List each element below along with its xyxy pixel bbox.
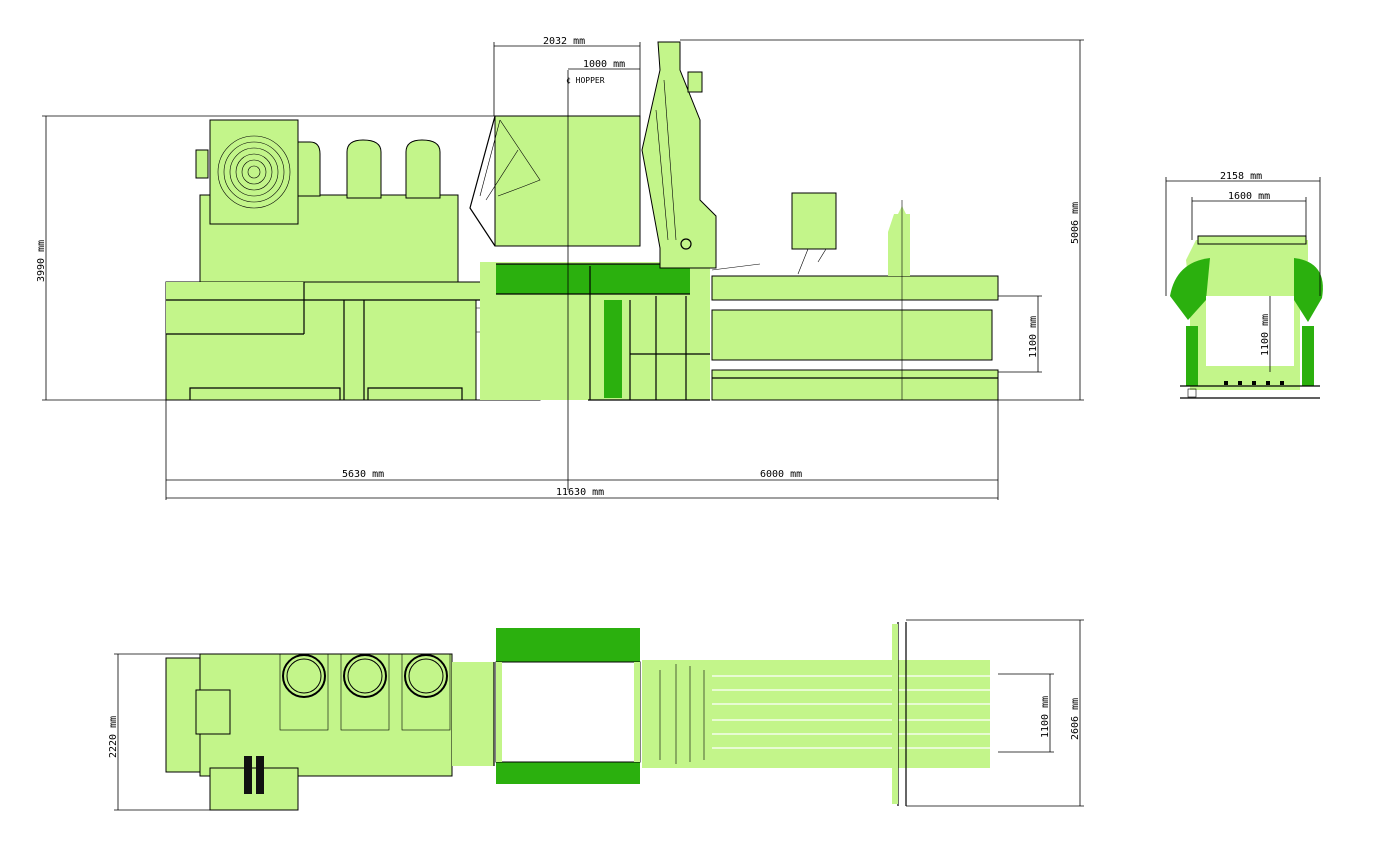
motor-3 xyxy=(405,139,441,199)
hopper-flap-left xyxy=(1170,258,1210,320)
cooler-fan-icon xyxy=(217,135,291,209)
top-view: 2220 mm 1100 mm 2606 mm xyxy=(108,619,1084,811)
side-view: 2032 mm 1000 mm ¢ HOPPER 3990 mm 5006 mm… xyxy=(36,36,1084,500)
dim-hopper-inner: 1000 mm xyxy=(583,59,625,70)
dim-top-total: 2606 mm xyxy=(1070,698,1081,740)
valve-block-top xyxy=(195,689,231,735)
dim-hopper-width: 2032 mm xyxy=(543,36,585,47)
lift-head xyxy=(687,71,703,93)
dim-top-width: 2220 mm xyxy=(108,716,119,758)
motor-2 xyxy=(346,139,382,199)
dim-end-bale: 1100 mm xyxy=(1260,314,1271,356)
tension-cylinder xyxy=(888,206,910,276)
dim-end-width: 2158 mm xyxy=(1220,171,1262,182)
dim-side-bale-height: 1100 mm xyxy=(1028,316,1039,358)
lift-mast xyxy=(641,41,717,269)
dim-side-height: 3990 mm xyxy=(36,240,47,282)
hopper-centerline-label: ¢ HOPPER xyxy=(566,76,605,85)
bale-channel-middle xyxy=(711,309,993,361)
valve-panel xyxy=(165,657,201,773)
dim-total-height: 5006 mm xyxy=(1070,202,1081,244)
pulley-icon xyxy=(680,238,692,250)
motor-top-2 xyxy=(340,653,390,731)
feed-chamber xyxy=(496,264,690,294)
dim-right-length: 6000 mm xyxy=(760,469,802,480)
hopper-opening xyxy=(495,661,641,763)
cylinder xyxy=(604,300,622,398)
dim-total-length: 11630 mm xyxy=(556,487,604,498)
hopper-flap-right xyxy=(1294,258,1323,322)
control-cabinet xyxy=(791,192,837,250)
dim-top-bale: 1100 mm xyxy=(1040,696,1051,738)
cooler-housing xyxy=(209,119,299,225)
hopper-rim xyxy=(1197,235,1307,245)
feed-section-top xyxy=(642,660,712,768)
motor-top-3 xyxy=(401,653,451,731)
cylinder-left xyxy=(1186,326,1198,386)
motor-1 xyxy=(297,141,321,197)
hopper xyxy=(494,115,641,247)
hopper-side-bottom xyxy=(496,762,640,784)
power-pack-top xyxy=(199,653,453,777)
hopper-door xyxy=(469,115,496,247)
end-view: 2158 mm 1600 mm 1100 mm xyxy=(1165,171,1323,399)
hopper-side-top xyxy=(496,628,640,662)
dim-left-length: 5630 mm xyxy=(342,469,384,480)
bale-channel-top xyxy=(711,275,999,301)
bale-channel-top-view xyxy=(712,660,990,768)
valve-block xyxy=(195,149,209,179)
cooler-top xyxy=(209,767,299,811)
bale-channel-bottom xyxy=(711,369,999,401)
cylinder-right xyxy=(1302,326,1314,386)
motor-top-1 xyxy=(279,653,329,731)
dim-end-hopper: 1600 mm xyxy=(1228,191,1270,202)
bolt-row xyxy=(1224,381,1284,385)
